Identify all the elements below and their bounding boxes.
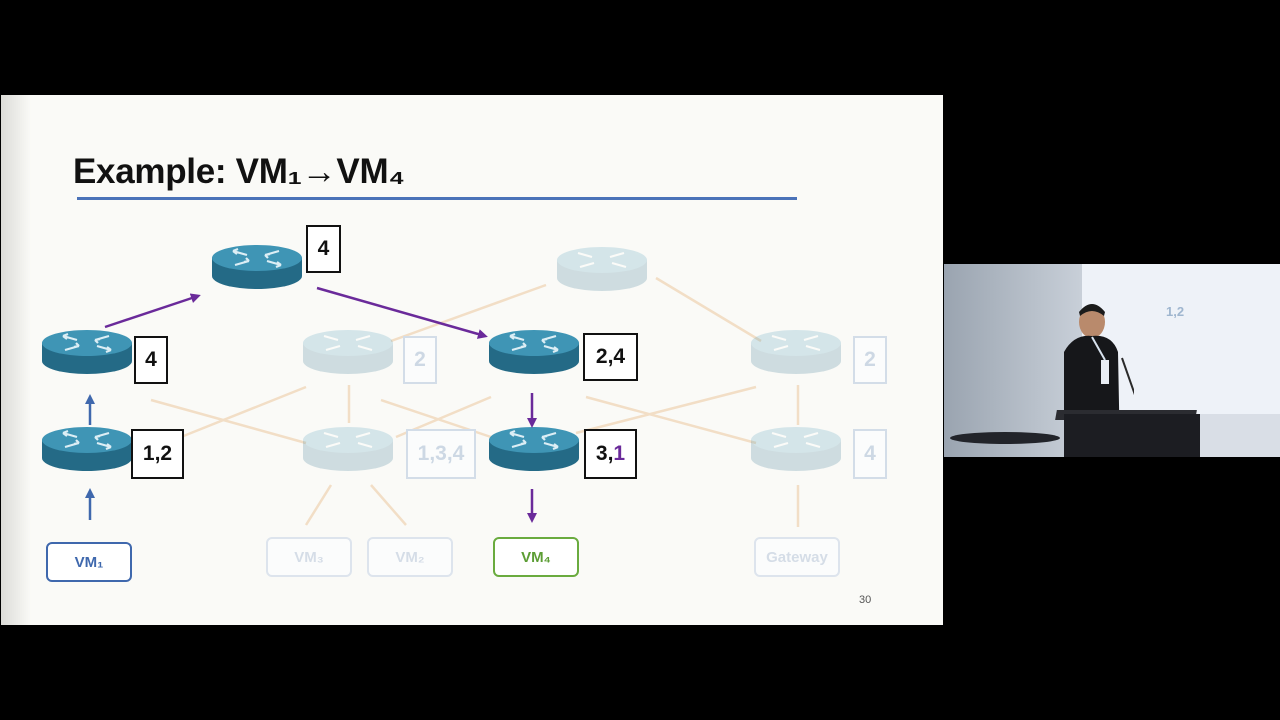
arrow-mid1-to-top xyxy=(104,293,201,329)
table-low-3-highlight: 1 xyxy=(613,442,626,465)
table-low-3-prefix: 3, xyxy=(595,442,614,465)
router-mid-4 xyxy=(749,328,843,376)
podium xyxy=(1064,414,1200,457)
table-low-1: 1,2 xyxy=(131,429,184,479)
table-low-4: 4 xyxy=(853,429,887,479)
router-low-1 xyxy=(40,425,134,473)
presentation-slide: Example: VM₁→VM₄ xyxy=(1,95,943,625)
router-low-4 xyxy=(749,425,843,473)
router-top-left xyxy=(210,243,304,291)
vm1-box: VM₁ xyxy=(46,542,132,582)
speaker-video-inset: 1,2 xyxy=(944,264,1280,457)
router-mid-2 xyxy=(301,328,395,376)
gateway-box: Gateway xyxy=(754,537,840,577)
faded-links xyxy=(150,276,800,527)
router-low-2 xyxy=(301,425,395,473)
table-top-left: 4 xyxy=(306,225,341,273)
video-wall xyxy=(944,264,1084,457)
table-mid-4: 2 xyxy=(853,336,887,384)
table-low-3: 3,1 xyxy=(584,429,637,479)
table-mid-3: 2,4 xyxy=(583,333,638,381)
table-mid-1: 4 xyxy=(134,336,168,384)
router-mid-1 xyxy=(40,328,134,376)
vm4-box: VM₄ xyxy=(493,537,579,577)
table-mid-2: 2 xyxy=(403,336,437,384)
slide-title: Example: VM₁→VM₄ xyxy=(73,152,405,191)
title-underline xyxy=(77,197,797,200)
vm2-box: VM₂ xyxy=(367,537,453,577)
arrow-top-to-mid3 xyxy=(316,286,488,339)
vm3-box: VM₃ xyxy=(266,537,352,577)
table-low-2: 1,3,4 xyxy=(406,429,476,479)
slide-page-number: 30 xyxy=(859,594,872,606)
video-projected-text: 1,2 xyxy=(1166,304,1185,319)
router-low-3 xyxy=(487,425,581,473)
router-top-right xyxy=(555,245,649,293)
slide-edge-shade xyxy=(1,95,31,625)
video-side-table xyxy=(950,432,1060,444)
router-mid-3 xyxy=(487,328,581,376)
